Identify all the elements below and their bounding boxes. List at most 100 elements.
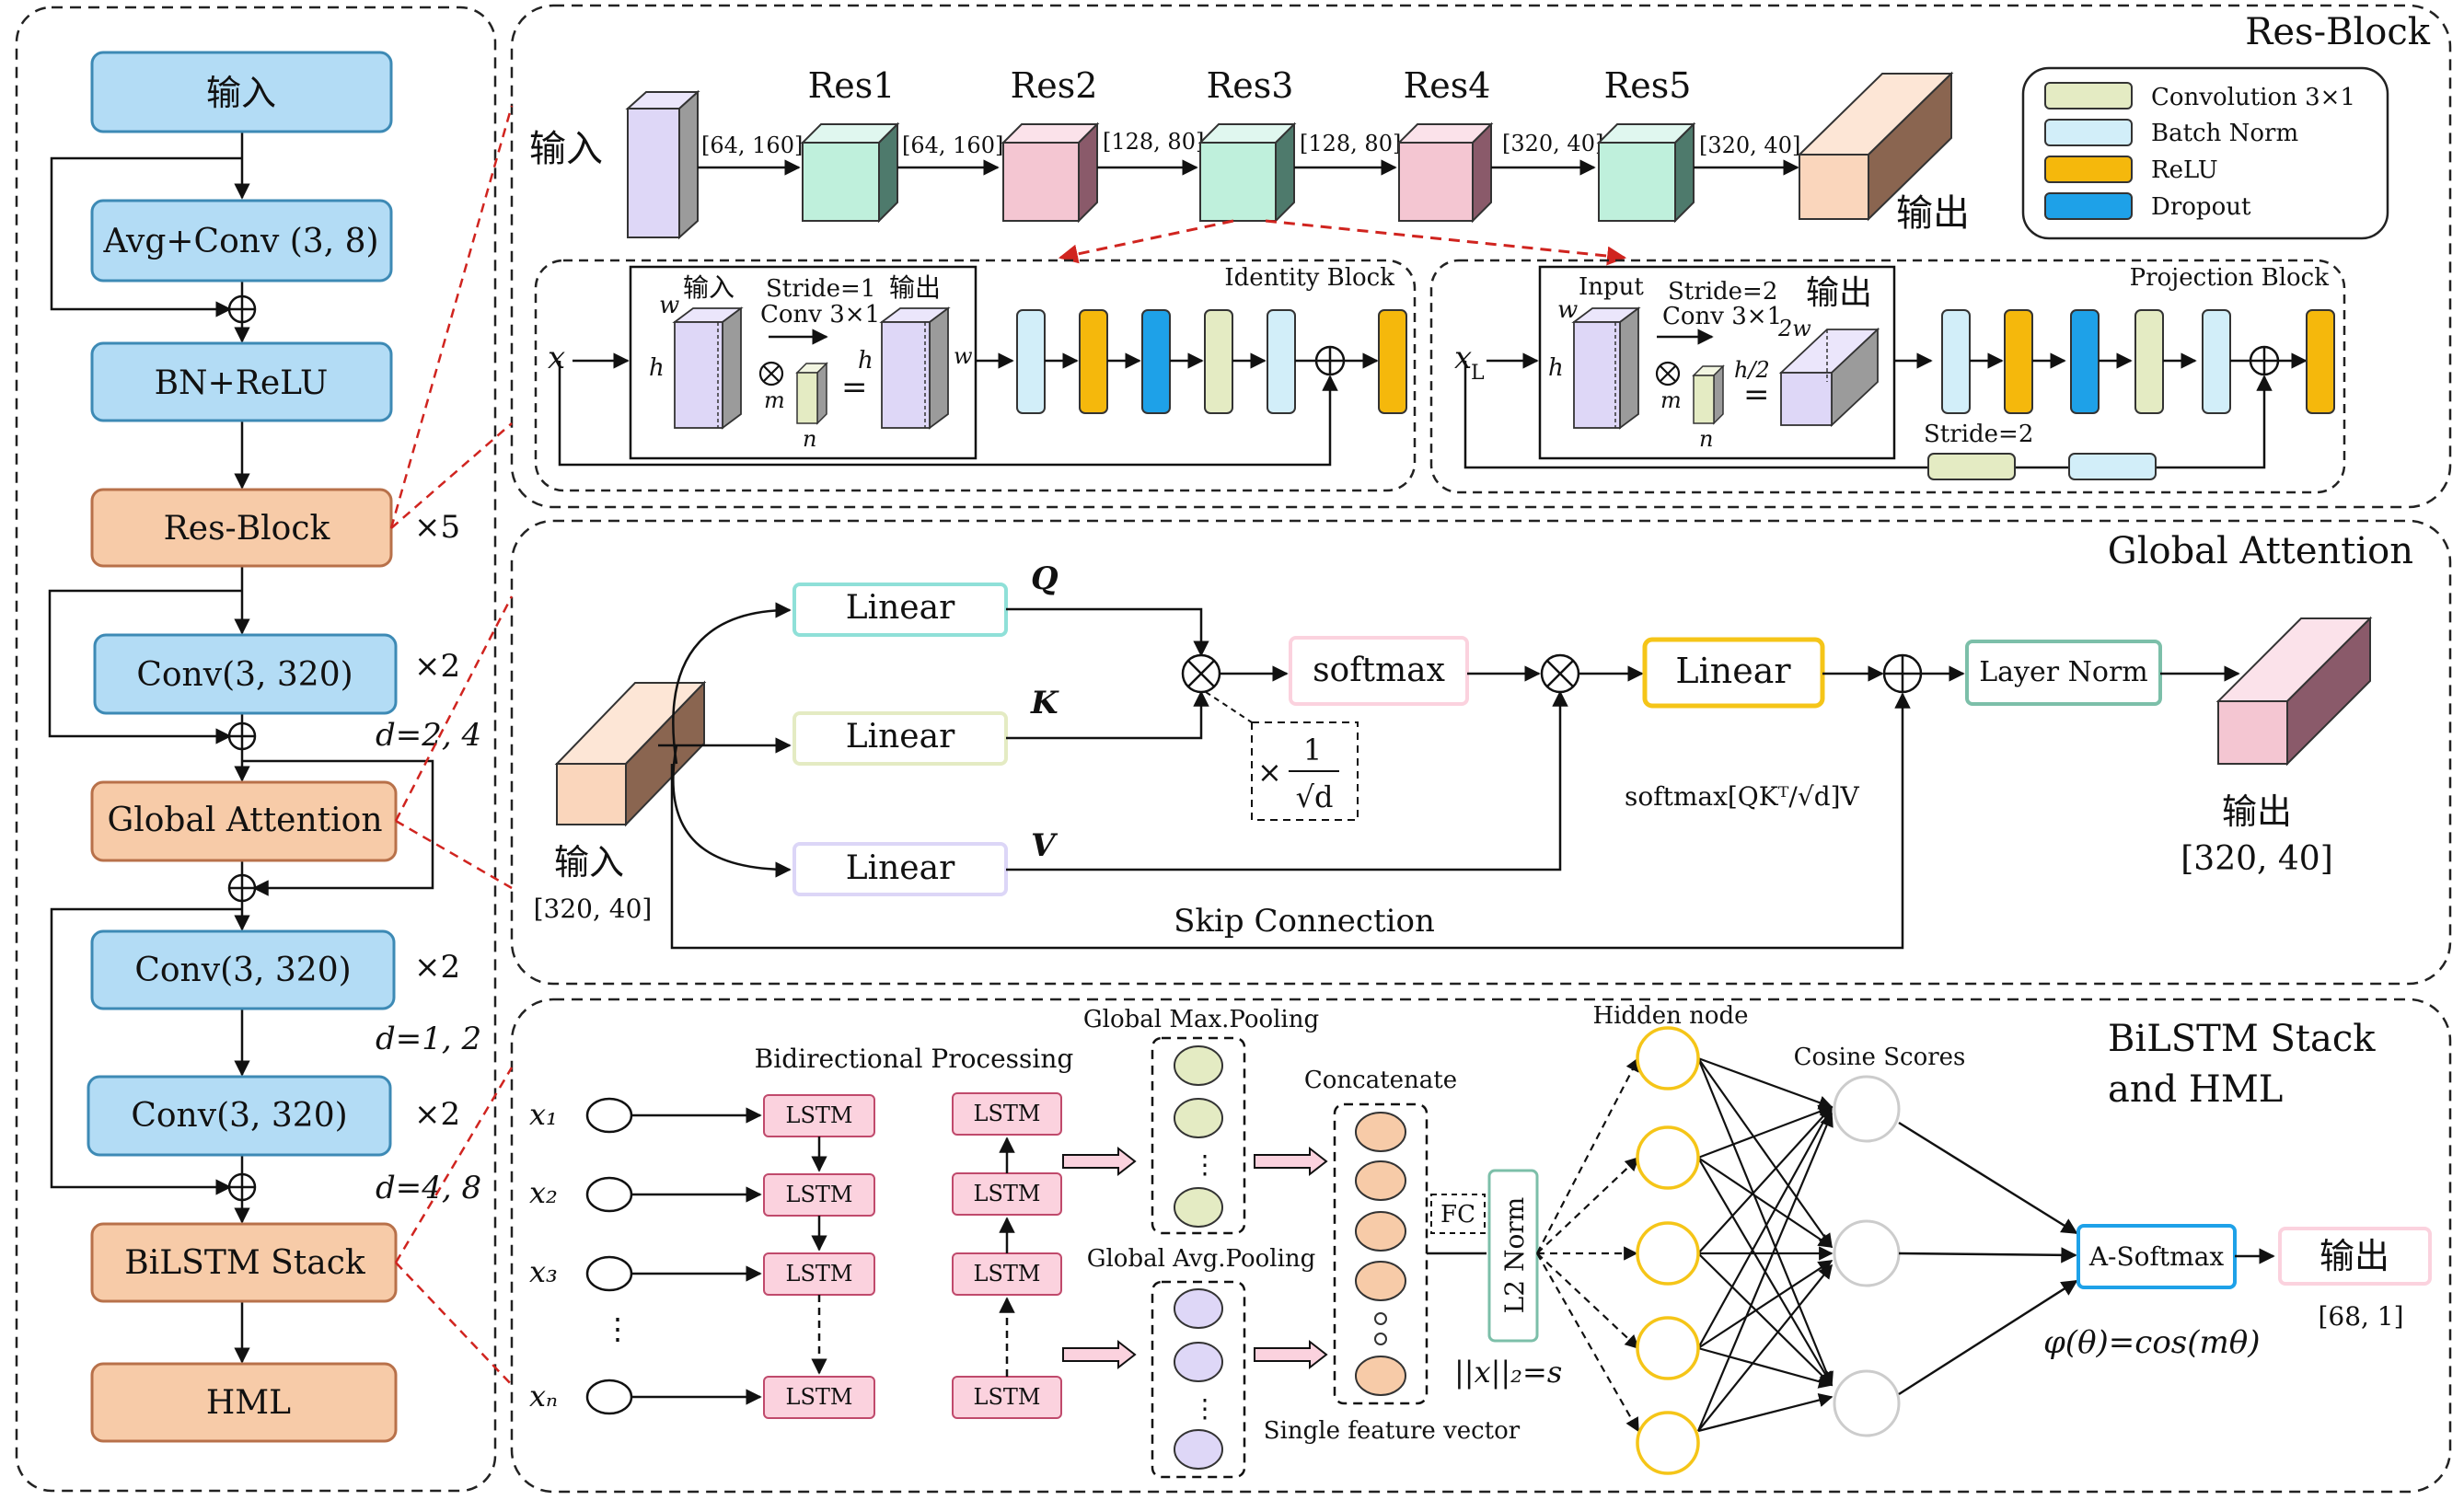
identity-eq: = <box>841 369 868 406</box>
hidden-node <box>1636 1125 1700 1190</box>
conv-box-2-multiplier: ×2 <box>414 949 460 986</box>
bilstm-title-2: and HML <box>2108 1068 2283 1111</box>
ga-input-cube <box>554 680 707 827</box>
lstm-label: LSTM <box>974 1101 1041 1126</box>
hidden-node <box>1636 1026 1700 1090</box>
dim-1: [64, 160] <box>902 133 1003 158</box>
legend-conv-swatch <box>2044 82 2133 110</box>
projection-m: m <box>1660 387 1682 413</box>
scale-times: × <box>1257 755 1282 790</box>
add-node-icon <box>227 1172 257 1202</box>
hidden-node <box>1636 1411 1700 1475</box>
identity-relu-bar-2 <box>1378 309 1407 414</box>
legend-conv-label: Convolution 3×1 <box>2151 84 2355 111</box>
bn-relu-box <box>90 341 393 422</box>
projection-n: n <box>1699 426 1713 452</box>
identity-add-icon <box>1314 345 1346 376</box>
lstm-label: LSTM <box>786 1261 853 1287</box>
projection-eq: = <box>1743 376 1770 413</box>
multiply-v-icon <box>1540 653 1580 694</box>
res-block-panel-frame <box>510 4 2452 509</box>
res-input-label: 输入 <box>529 128 603 170</box>
gavg-node <box>1174 1288 1223 1329</box>
global-attention-panel: Global Attention 输入 [320, 40] Linear Lin… <box>534 530 2413 950</box>
hml-box <box>90 1362 398 1443</box>
projection-input-label: Input <box>1579 273 1644 301</box>
res3-to-identity-arrow <box>1058 219 1234 264</box>
projection-w: w <box>1557 296 1578 324</box>
dim-3: [128, 80] <box>1300 131 1401 156</box>
res3-cube <box>1197 121 1297 224</box>
dim-4: [320, 40] <box>1502 131 1603 156</box>
identity-bn-bar <box>1267 309 1296 414</box>
input-node <box>585 1176 633 1213</box>
global-attention-panel-frame <box>510 519 2452 986</box>
res1-cube <box>800 121 900 224</box>
conv-box-2-label: Conv(3, 320) <box>134 952 351 989</box>
cosine-node <box>1833 1075 1901 1143</box>
lstm-label: LSTM <box>786 1384 853 1410</box>
res3-to-projection-arrow <box>1265 219 1627 266</box>
concat-ellipsis <box>1374 1312 1387 1325</box>
lstm-label: LSTM <box>786 1102 853 1128</box>
layer-norm-label: Layer Norm <box>1979 656 2148 688</box>
hml-box-label: HML <box>206 1384 291 1422</box>
input-node <box>585 1379 633 1415</box>
bn-relu-label: BN+ReLU <box>155 364 329 402</box>
conv-box-2-dilation: d=1, 2 <box>376 1021 481 1057</box>
projection-h2: h/2 <box>1734 357 1770 383</box>
identity-n: n <box>803 426 816 452</box>
projection-relu-bar-2 <box>2306 309 2335 414</box>
concat-node <box>1355 1261 1406 1301</box>
linear-out-label: Linear <box>1675 651 1791 691</box>
convolve-operator-icon <box>1655 361 1681 387</box>
input-dots: ⋮ <box>603 1311 632 1346</box>
gavg-node <box>1174 1429 1223 1470</box>
ga-formula: softmax[QKᵀ/√d]V <box>1625 781 1860 812</box>
a-softmax-label: A-Softmax <box>2088 1241 2225 1272</box>
concat-node <box>1355 1211 1406 1252</box>
hollow-arrow-icon <box>1254 1339 1328 1370</box>
res-output-cube <box>1797 71 1954 222</box>
projection-x: x <box>1454 340 1472 376</box>
cosine-node <box>1833 1369 1901 1437</box>
gavg-node <box>1174 1342 1223 1382</box>
projection-stride: Stride=2 <box>1668 278 1777 306</box>
gavg-dots: ⋮ <box>1192 1393 1218 1424</box>
ga-output-label: 输出 <box>2222 791 2292 832</box>
identity-block: Identity Block x 输入 w h Stride=1 Conv 3×… <box>534 259 1417 492</box>
v-symbol: V <box>1031 827 1058 864</box>
projection-title: Projection Block <box>2130 264 2330 292</box>
concat-node <box>1355 1356 1406 1396</box>
gmax-node <box>1174 1098 1223 1138</box>
input-x1: x₁ <box>529 1097 558 1132</box>
identity-x: x <box>548 340 565 376</box>
res2-cube <box>1001 121 1100 224</box>
ga-output-cube <box>2215 616 2373 767</box>
global-attention-box-label: Global Attention <box>107 802 382 839</box>
backward-lstm-column: LSTM LSTM LSTM LSTM <box>952 1092 1062 1419</box>
scale-den: √d <box>1296 779 1334 814</box>
left-panel-frame <box>15 6 497 1493</box>
lstm-label: LSTM <box>974 1384 1041 1410</box>
res3-label: Res3 <box>1207 65 1294 106</box>
gmax-dots: ⋮ <box>1192 1149 1218 1180</box>
projection-skip-stride: Stride=2 <box>1924 421 2033 448</box>
identity-output-label: 输出 <box>889 272 941 303</box>
dim-0: [64, 160] <box>701 133 803 158</box>
ga-input-dims: [320, 40] <box>534 894 653 924</box>
concat-node <box>1355 1112 1406 1152</box>
res1-label: Res1 <box>808 65 896 106</box>
input-box <box>90 51 393 133</box>
res5-cube <box>1596 121 1696 224</box>
l2-norm-box <box>1487 1169 1539 1343</box>
identity-w-out: w <box>954 343 973 369</box>
avg-conv-box <box>90 199 393 283</box>
projection-x-sub: L <box>1471 362 1485 385</box>
bilstm-output-dims: [68, 1] <box>2318 1301 2403 1332</box>
input-node <box>585 1097 633 1134</box>
linear-q-label: Linear <box>846 589 955 627</box>
conv-box-3-dilation: d=4, 8 <box>376 1170 481 1206</box>
conv-box-1-label: Conv(3, 320) <box>136 656 353 694</box>
projection-dropout-bar <box>2070 309 2100 414</box>
